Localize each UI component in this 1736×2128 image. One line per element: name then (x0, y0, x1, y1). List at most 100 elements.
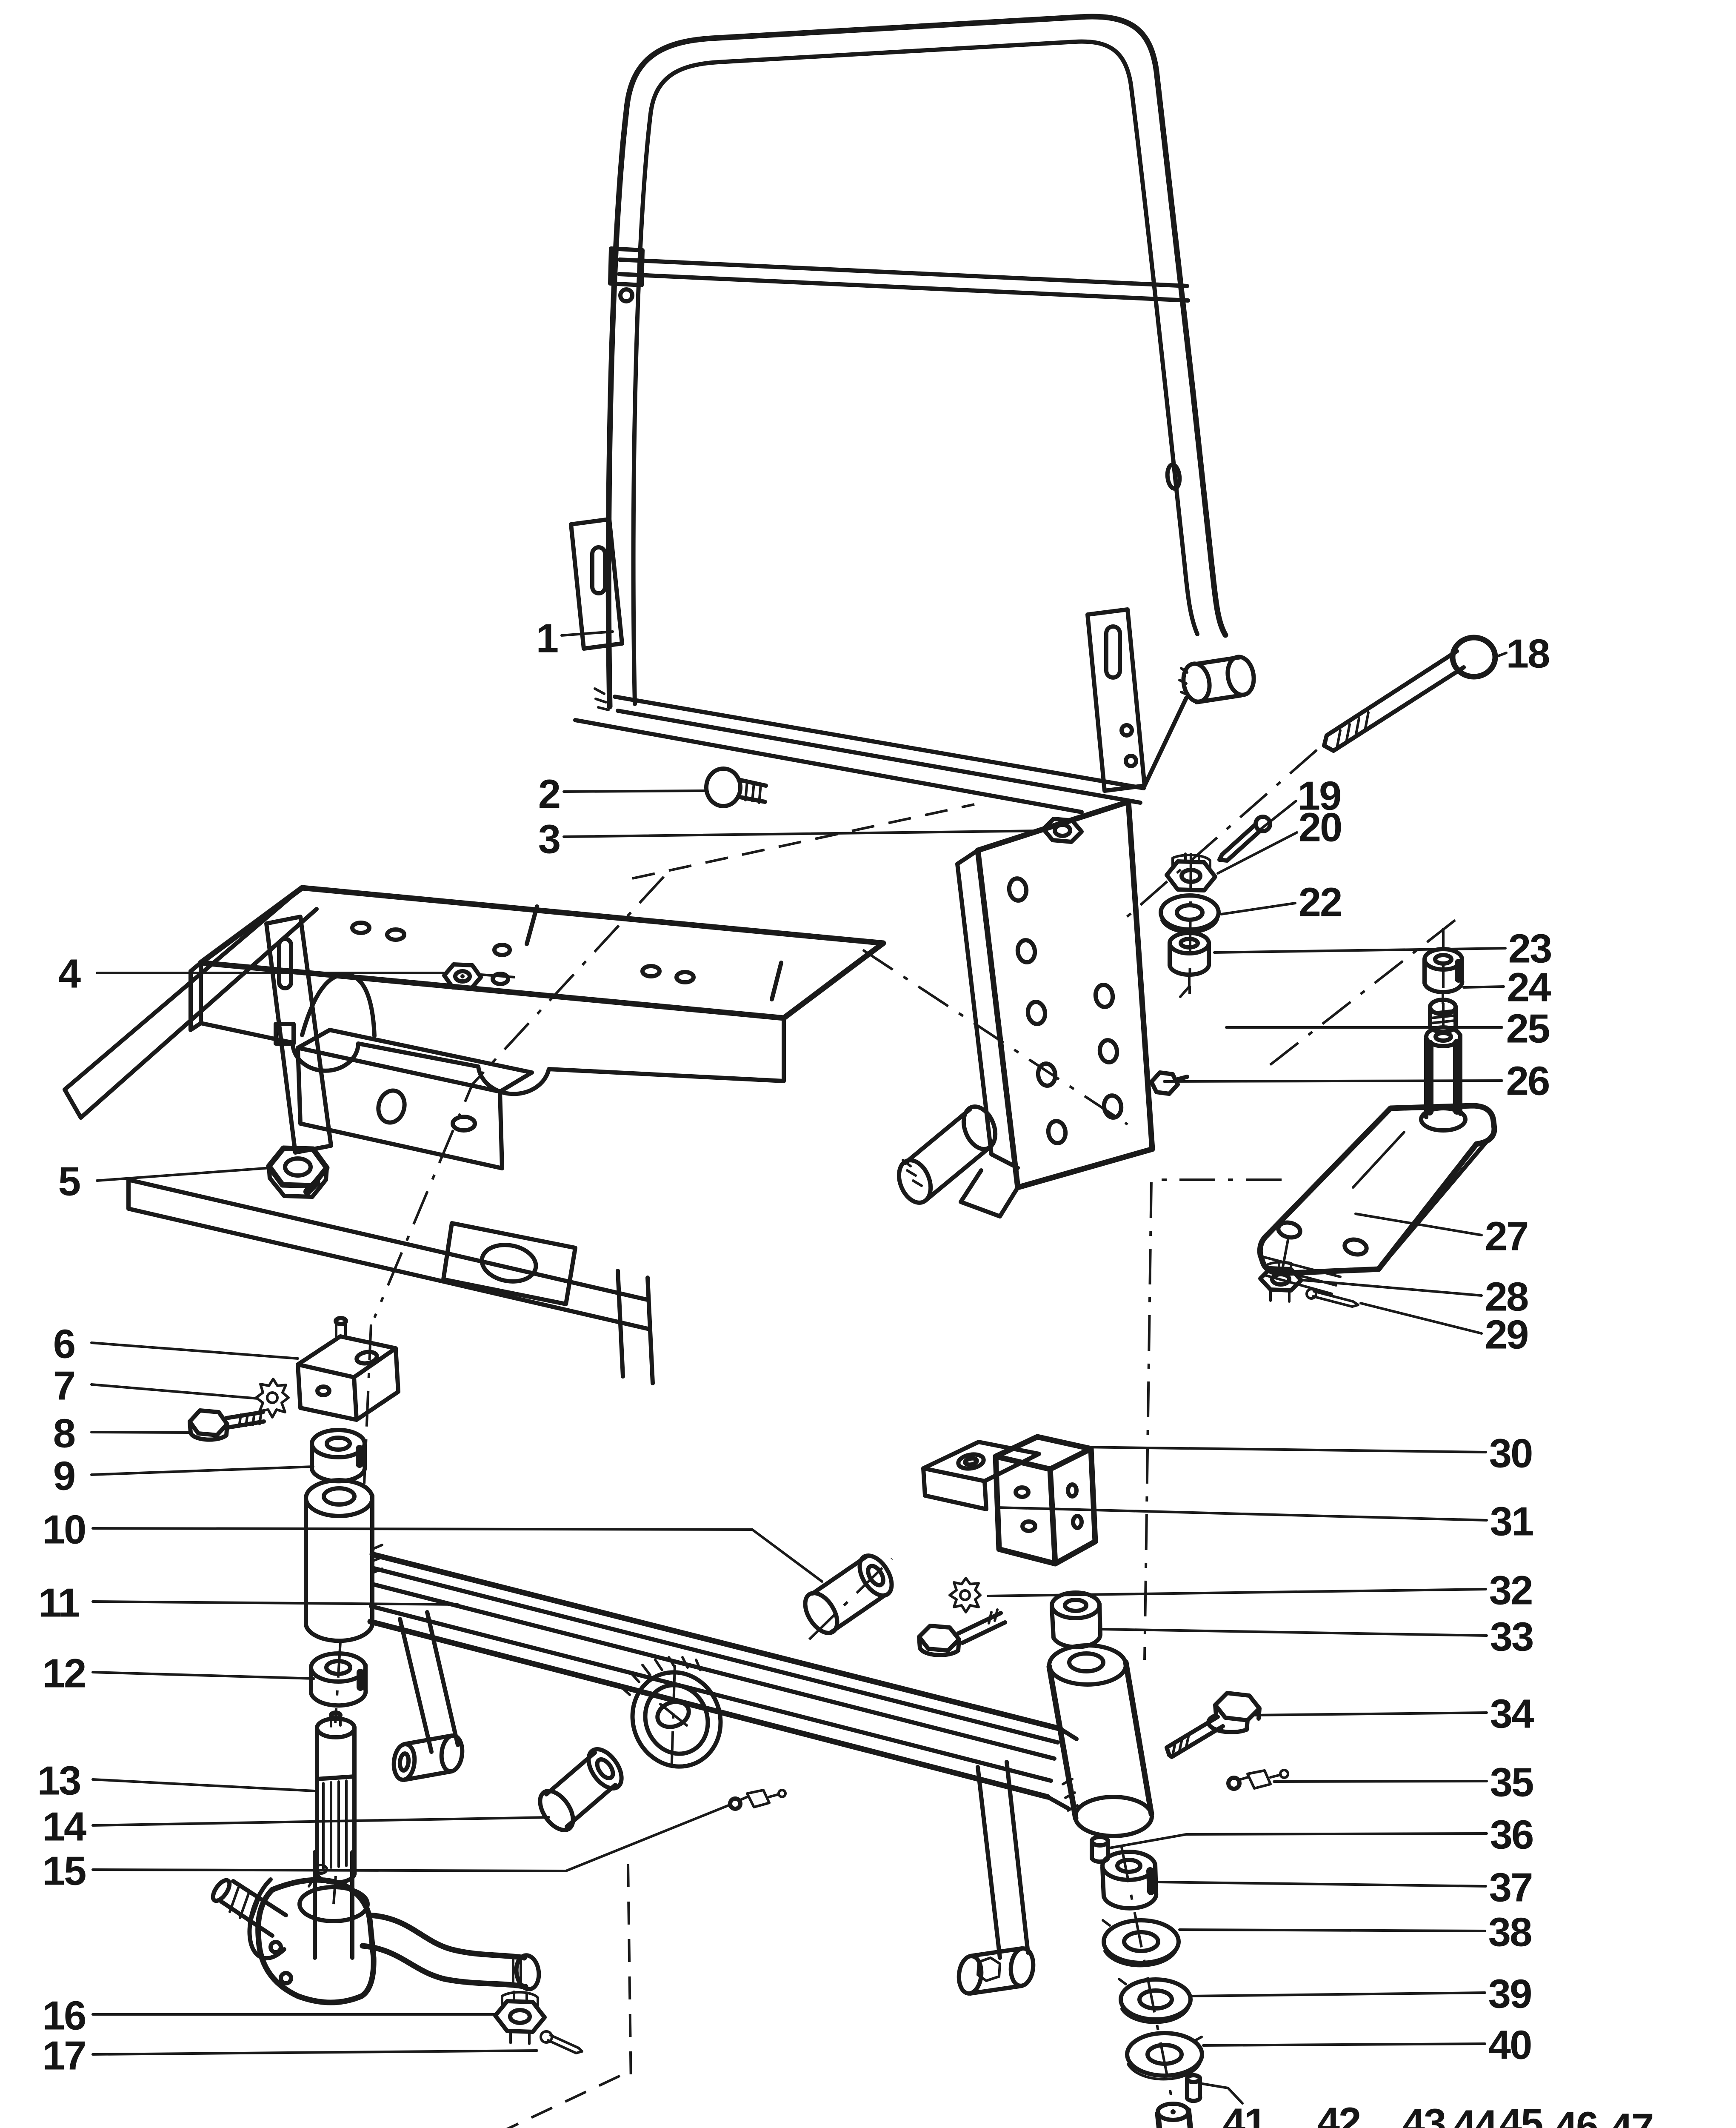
hex-bolt-8 (188, 1408, 266, 1442)
callout-38: 38 (1488, 1910, 1531, 1955)
cotter-pin-17 (540, 2030, 583, 2054)
seat-backrest-frame (569, 14, 1256, 814)
leader-line-34 (1251, 1711, 1488, 1716)
callout-12: 12 (43, 1651, 86, 1696)
pin-41 (1185, 2073, 1202, 2103)
king-pin-right (1155, 2102, 1194, 2128)
leader-line-15 (91, 1804, 730, 1873)
callout-37: 37 (1489, 1865, 1532, 1911)
callout-43: 43 (1402, 2101, 1445, 2128)
thrust-washer-40 (1125, 2031, 1204, 2081)
leader-line-17 (91, 2049, 538, 2056)
callout-5: 5 (58, 1159, 80, 1204)
leader-line-3 (562, 829, 1042, 838)
castle-nut-28 (1258, 1260, 1303, 1303)
callout-2: 2 (538, 772, 560, 817)
callout-3: 3 (538, 817, 560, 862)
bushing-37 (1100, 1850, 1159, 1911)
callout-27: 27 (1485, 1214, 1528, 1259)
leader-line-6 (90, 1341, 299, 1360)
grease-nipple-15 (728, 1789, 787, 1811)
leader-line-20 (1216, 831, 1298, 875)
callout-39: 39 (1488, 1971, 1531, 2017)
leader-line-1 (560, 630, 614, 637)
callout-29: 29 (1485, 1312, 1528, 1358)
callout-31: 31 (1490, 1499, 1533, 1545)
leader-line-19 (1257, 800, 1297, 832)
callout-47: 47 (1610, 2105, 1653, 2128)
callout-45: 45 (1499, 2101, 1542, 2128)
leader-line-35 (1273, 1780, 1488, 1783)
callout-30: 30 (1489, 1431, 1532, 1476)
callout-13: 13 (37, 1758, 80, 1804)
leader-line-39 (1190, 1991, 1486, 1997)
callout-1: 1 (536, 616, 558, 661)
cotter-pin-29 (1305, 1288, 1359, 1308)
bushing-12 (309, 1651, 368, 1708)
lock-washer-32 (948, 1577, 982, 1613)
callout-34: 34 (1490, 1691, 1534, 1737)
leader-line-7 (90, 1383, 259, 1400)
callout-40: 40 (1488, 2022, 1531, 2068)
hex-bolt-32 (917, 1608, 1007, 1657)
spacer-sleeve-26 (1419, 1025, 1468, 1133)
hex-nut-4 (442, 962, 483, 990)
callout-33: 33 (1490, 1614, 1533, 1660)
callout-18: 18 (1506, 631, 1549, 677)
callout-41: 41 (1223, 2100, 1266, 2128)
callout-15: 15 (43, 1848, 86, 1894)
callout-8: 8 (53, 1411, 75, 1456)
seat-mount-bracket (897, 799, 1189, 1218)
thrust-washer-38 (1102, 1918, 1181, 1968)
leader-line-10 (91, 1527, 823, 1583)
hex-bolt-34 (1165, 1691, 1262, 1759)
leader-line-8 (90, 1431, 193, 1434)
grease-nipple-35 (1226, 1769, 1289, 1791)
axle-beam-11 (367, 1551, 1079, 1996)
bushing-9 (310, 1428, 367, 1484)
callout-26: 26 (1506, 1058, 1549, 1104)
callout-layer: 1234567891011121314151617181920222324252… (37, 616, 1654, 2128)
chassis-platform (63, 885, 886, 1385)
left-steering-knuckle (211, 1850, 541, 2005)
leader-line-32 (987, 1588, 1487, 1597)
callout-16: 16 (43, 1993, 86, 2039)
cotter-pin-19 (1217, 815, 1272, 863)
leader-line-18 (1494, 652, 1508, 658)
leader-line-23 (1213, 947, 1507, 954)
bushing-24 (1422, 947, 1465, 995)
callout-4: 4 (58, 951, 81, 997)
callout-6: 6 (53, 1321, 74, 1367)
callout-7: 7 (53, 1363, 74, 1409)
callout-25: 25 (1506, 1006, 1549, 1052)
leader-line-12 (91, 1671, 315, 1680)
leader-line-36 (1108, 1832, 1488, 1849)
callout-17: 17 (43, 2033, 86, 2079)
bushing-10 (803, 1553, 894, 1635)
bushing-23 (1168, 931, 1211, 998)
callout-10: 10 (43, 1507, 86, 1553)
callout-14: 14 (43, 1804, 86, 1850)
bracket-plate-30 (921, 1440, 1041, 1511)
pivot-block-31 (993, 1434, 1098, 1567)
callout-22: 22 (1299, 880, 1342, 925)
callout-24: 24 (1507, 965, 1551, 1010)
leader-line-5 (96, 1167, 272, 1182)
callout-44: 44 (1453, 2102, 1497, 2128)
callout-36: 36 (1490, 1812, 1533, 1858)
leader-line-31 (996, 1506, 1488, 1522)
callout-42: 42 (1317, 2099, 1360, 2128)
thrust-washer-39 (1118, 1977, 1193, 2024)
leader-line-37 (1156, 1881, 1487, 1888)
pivot-block-6 (296, 1316, 400, 1422)
callout-35: 35 (1490, 1760, 1533, 1805)
leader-line-27 (1354, 1213, 1483, 1236)
castle-nut-20 (1165, 852, 1217, 892)
king-pin-13 (315, 1710, 357, 1885)
leader-line-40 (1202, 2042, 1486, 2047)
callout-11: 11 (38, 1580, 79, 1626)
callout-46: 46 (1555, 2104, 1598, 2128)
callout-23: 23 (1508, 926, 1551, 972)
